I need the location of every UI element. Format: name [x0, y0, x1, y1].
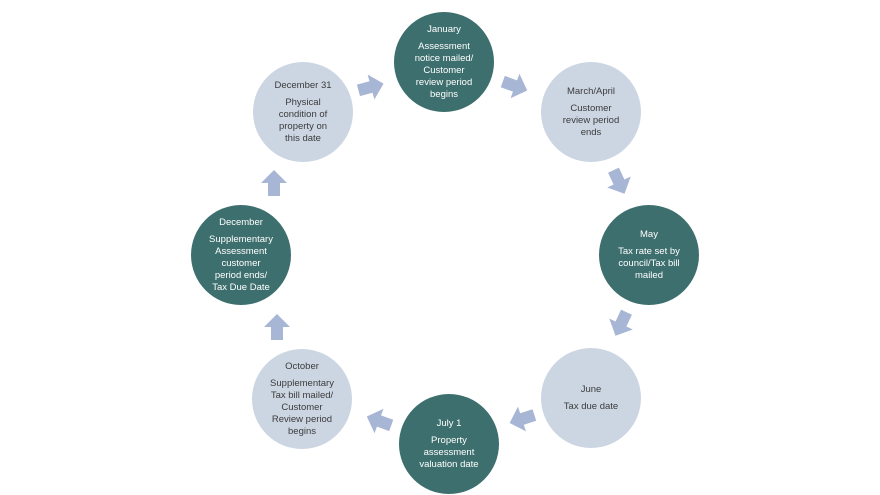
node-description: Supplementary Assessment customer period… [209, 233, 273, 293]
node-title: December [219, 216, 263, 228]
cycle-arrow-icon [356, 74, 384, 100]
cycle-node-october: October Supplementary Tax bill mailed/ C… [252, 349, 352, 449]
cycle-node-december-31: December 31 Physical condition of proper… [253, 62, 353, 162]
cycle-node-january: January Assessment notice mailed/ Custom… [394, 12, 494, 112]
node-description: Assessment notice mailed/ Customer revie… [414, 40, 474, 100]
cycle-node-june: June Tax due date [541, 348, 641, 448]
node-title: December 31 [274, 79, 332, 91]
node-description: Supplementary Tax bill mailed/ Customer … [270, 377, 334, 437]
node-description: Customer review period ends [562, 102, 620, 138]
cycle-arrow-icon [261, 170, 287, 196]
cycle-arrow-icon [509, 406, 537, 432]
node-description: Tax due date [563, 400, 619, 412]
node-description: Tax rate set by council/Tax bill mailed [618, 245, 680, 281]
cycle-node-march-april: March/April Customer review period ends [541, 62, 641, 162]
node-title: October [285, 360, 319, 372]
cycle-arrow-icon [500, 73, 528, 99]
node-title: January [427, 23, 461, 35]
node-description: Physical condition of property on this d… [278, 96, 328, 144]
node-title: May [640, 228, 658, 240]
cycle-arrow-icon [607, 167, 631, 194]
node-title: July 1 [436, 417, 462, 429]
node-description: Property assessment valuation date [419, 434, 479, 470]
cycle-node-july-1: July 1 Property assessment valuation dat… [399, 394, 499, 494]
node-title: March/April [566, 85, 616, 97]
cycle-arrow-icon [264, 314, 290, 340]
node-title: June [580, 383, 602, 395]
cycle-arrow-icon [366, 408, 394, 434]
cycle-node-may: May Tax rate set by council/Tax bill mai… [599, 205, 699, 305]
cycle-node-december: December Supplementary Assessment custom… [191, 205, 291, 305]
cycle-arrow-icon [609, 309, 633, 336]
